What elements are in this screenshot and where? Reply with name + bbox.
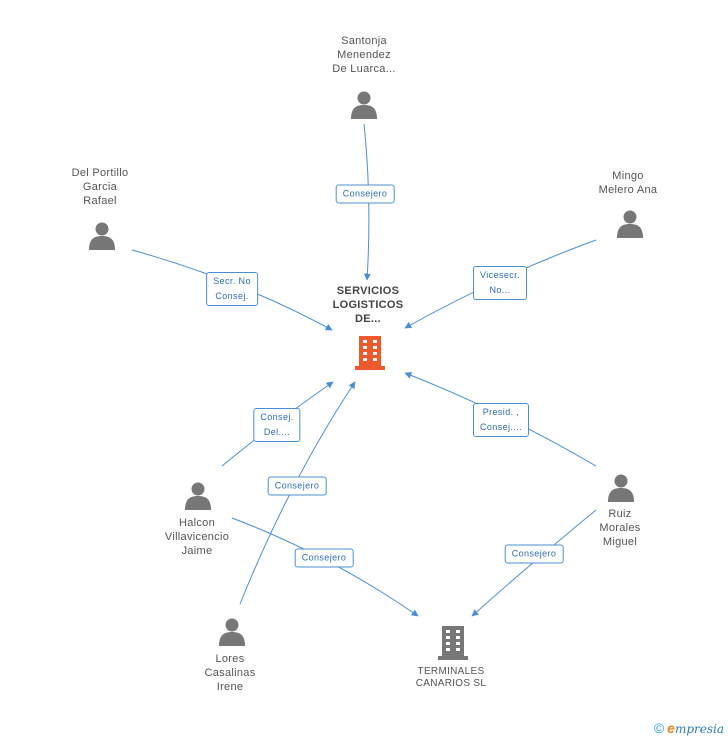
edge-label-ruiz-terminales: Consejero bbox=[504, 544, 564, 564]
footer-brand[interactable]: © empresia bbox=[654, 720, 724, 736]
person-icon[interactable] bbox=[615, 208, 645, 238]
copyright-icon: © bbox=[653, 720, 665, 736]
edge-label-halcon-main: Consej. Del.... bbox=[253, 408, 301, 442]
edge-label-ruiz-main: Presid. , Consej.... bbox=[472, 403, 530, 437]
person-label-ruiz[interactable]: Ruiz Morales Miguel bbox=[599, 508, 641, 548]
person-label-lores[interactable]: Lores Casalinas Irene bbox=[204, 653, 256, 693]
person-icon[interactable] bbox=[87, 220, 117, 250]
edge-label-mingo: Vicesecr. No... bbox=[473, 266, 527, 300]
person-icon[interactable] bbox=[183, 480, 213, 510]
person-label-mingo[interactable]: Mingo Melero Ana bbox=[598, 170, 658, 196]
edge-label-santonja: Consejero bbox=[335, 184, 395, 204]
person-label-halcon[interactable]: Halcon Villavicencio Jaime bbox=[164, 517, 230, 557]
edge-label-halcon-terminales: Consejero bbox=[294, 548, 354, 568]
person-icon[interactable] bbox=[349, 89, 379, 119]
company-label-terminales[interactable]: TERMINALES CANARIOS SL bbox=[415, 666, 487, 689]
brand-logo[interactable]: empresia bbox=[667, 720, 724, 736]
person-icon[interactable] bbox=[217, 616, 247, 646]
edge-label-lores: Consejero bbox=[267, 476, 327, 496]
person-icon[interactable] bbox=[606, 472, 636, 502]
building-icon[interactable] bbox=[353, 334, 387, 370]
edge-label-del-portillo: Secr. No Consej. bbox=[206, 272, 258, 306]
person-label-santonja[interactable]: Santonja Menendez De Luarca... bbox=[332, 35, 396, 75]
person-label-del-portillo[interactable]: Del Portillo Garcia Rafael bbox=[71, 167, 129, 207]
company-label-main[interactable]: SERVICIOS LOGISTICOS DE... bbox=[332, 285, 404, 325]
building-icon[interactable] bbox=[436, 624, 470, 660]
